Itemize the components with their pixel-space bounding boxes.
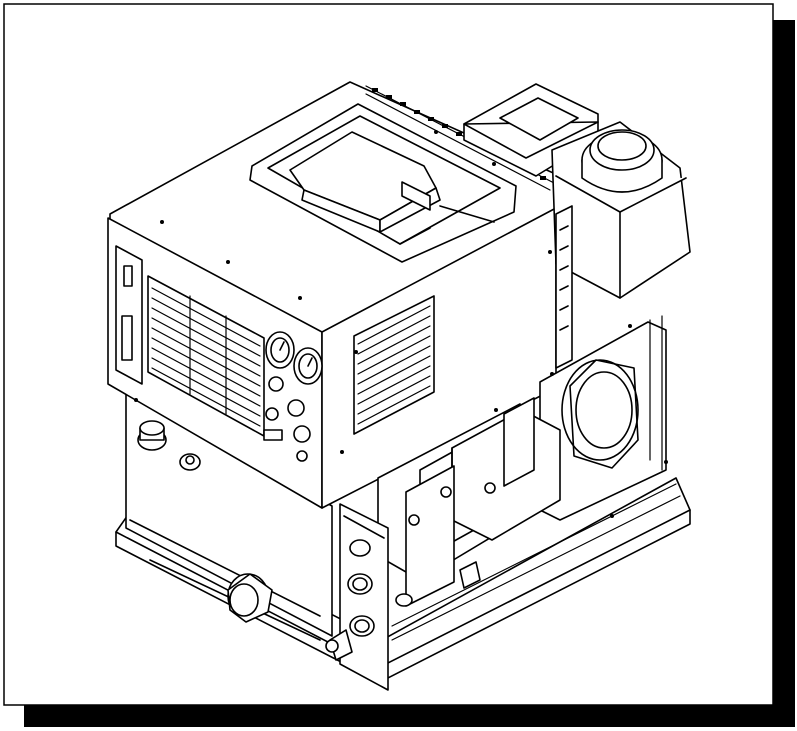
intake-housing bbox=[539, 321, 667, 521]
panel-fittings bbox=[325, 539, 481, 661]
frame-shadow bbox=[24, 705, 795, 727]
pressure-gauges bbox=[265, 331, 323, 385]
edge-perforation-column bbox=[555, 205, 573, 369]
top-access-panel bbox=[249, 103, 517, 263]
skid-channels bbox=[391, 315, 681, 641]
valve-fitting bbox=[137, 420, 167, 451]
display-module bbox=[463, 83, 599, 177]
switch-column bbox=[115, 245, 143, 385]
fuel-tank-cap bbox=[581, 129, 663, 193]
grille-louvers bbox=[151, 287, 261, 427]
inner-block bbox=[405, 465, 496, 607]
side-control-panel bbox=[339, 503, 389, 691]
control-knobs bbox=[263, 376, 311, 462]
screw-dots bbox=[134, 130, 668, 518]
frame-shadow-right bbox=[773, 20, 795, 727]
drain-fitting bbox=[227, 573, 273, 623]
valve-knob bbox=[179, 453, 201, 471]
side-vent-slots bbox=[357, 305, 431, 425]
